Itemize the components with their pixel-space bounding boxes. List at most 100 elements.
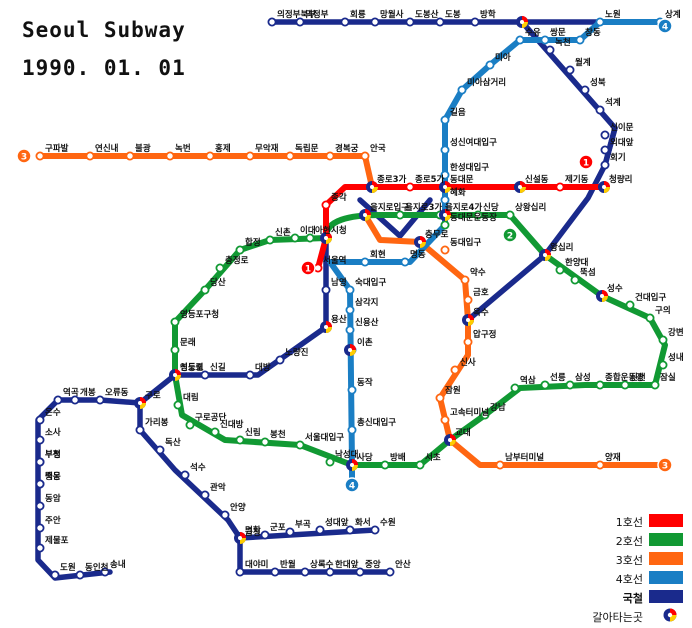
station-stop: [50, 570, 60, 580]
station-label: 충무로: [425, 229, 449, 240]
transfer-icon: [539, 249, 551, 261]
station-label: 잠원: [445, 385, 461, 396]
station-label: 무악재: [255, 143, 279, 154]
station-label: 동대문운동장: [450, 212, 497, 223]
station-stop: [325, 567, 335, 577]
station-stop: [595, 380, 605, 390]
station-stop: [345, 285, 355, 295]
station-stop: [35, 151, 45, 161]
station-stop: [580, 85, 590, 95]
station-label: 신길: [210, 362, 226, 373]
line-badge-3: 3: [16, 148, 32, 164]
station-label: 동대입구: [450, 237, 481, 248]
station-stop: [440, 170, 450, 180]
station-stop: [620, 380, 630, 390]
station-stop: [205, 151, 215, 161]
line-badge-4: 4: [657, 18, 673, 34]
legend-swatch-korail: [649, 590, 683, 603]
station-label: 소사: [45, 427, 61, 438]
station-stop: [658, 335, 668, 345]
station-stop: [95, 395, 105, 405]
station-label: 한양대: [565, 257, 589, 268]
station-stop: [625, 300, 635, 310]
line4-route-segment: [327, 19, 663, 488]
station-stop: [645, 313, 655, 323]
station-label: 성신여대입구: [450, 137, 497, 148]
station-label: 역삼: [520, 375, 536, 386]
station-label: 약수: [470, 267, 486, 278]
station-stop: [265, 235, 275, 245]
station-label: 강남: [490, 402, 506, 413]
station-stop: [360, 151, 370, 161]
transfer-icon: [169, 369, 181, 381]
svg-text:4: 4: [349, 482, 355, 492]
station-label: 개봉: [80, 387, 96, 398]
station-stop: [300, 567, 310, 577]
station-label: 왕십리: [550, 242, 573, 253]
station-stop: [135, 425, 145, 435]
station-stop: [658, 360, 668, 370]
legend-label-korail: 국철: [622, 592, 643, 605]
station-label: 동대문: [450, 174, 474, 185]
station-label: 종로3가: [377, 174, 407, 185]
station-label: 삼성: [575, 372, 591, 383]
station-stop: [285, 151, 295, 161]
station-label: 성내: [668, 352, 684, 363]
station-label: 뚝섬: [580, 267, 596, 278]
station-label: 백운: [45, 471, 61, 482]
station-stop: [473, 210, 483, 220]
transfer-icon: [134, 397, 146, 409]
station-label: 남부터미널: [505, 452, 544, 463]
station-stop: [565, 380, 575, 390]
station-stop: [100, 567, 110, 577]
station-stop: [595, 17, 605, 27]
station-stop: [267, 17, 277, 27]
station-stop: [35, 435, 45, 445]
station-label: 연신내: [95, 143, 119, 154]
station-label: 문래: [180, 337, 196, 348]
station-stop: [440, 145, 450, 155]
station-stop: [385, 567, 395, 577]
station-label: 신림: [245, 427, 261, 438]
map-legend: 1호선 2호선 3호선 4호선 국철 갈아타는곳: [585, 512, 685, 626]
station-label: 석수: [190, 462, 206, 473]
station-label: 신이문: [610, 122, 634, 133]
station-stop: [200, 370, 210, 380]
station-label: 합정: [245, 237, 261, 248]
station-label: 부곡: [295, 520, 311, 530]
station-label: 송내: [110, 559, 126, 570]
legend-label-line-3: 3호선: [615, 554, 643, 567]
station-stop: [650, 380, 660, 390]
station-stop: [173, 400, 183, 410]
station-label: 명학: [245, 525, 261, 536]
station-stop: [555, 182, 565, 192]
station-stop: [405, 182, 415, 192]
station-label: 제물포: [45, 535, 69, 546]
station-label: 회룡: [350, 9, 366, 20]
station-label: 반월: [280, 559, 296, 570]
station-label: 한대앞: [335, 559, 359, 570]
station-label: 금정: [245, 527, 261, 538]
station-label: 남영: [331, 277, 347, 288]
station-label: 성북: [590, 77, 606, 88]
legend-transfer: 갈아타는곳: [585, 607, 685, 626]
station-label: 신촌: [275, 227, 291, 238]
station-stop: [155, 445, 165, 455]
line-badge-1: 1: [578, 154, 594, 170]
station-label: 녹천: [555, 37, 571, 48]
station-label: 수원: [380, 517, 396, 528]
station-label: 도원: [60, 562, 76, 573]
station-label: 용산: [331, 314, 347, 325]
station-label: 길음: [450, 107, 466, 118]
transfer-icon: [596, 290, 608, 302]
station-stop: [321, 285, 331, 295]
station-stop: [325, 457, 335, 467]
station-stop: [35, 415, 45, 425]
legend-label-transfer: 갈아타는곳: [592, 611, 643, 624]
station-stop: [415, 460, 425, 470]
station-stop: [245, 370, 255, 380]
station-label: 신용산: [355, 317, 379, 328]
station-label: 성대앞: [325, 517, 349, 528]
station-label: 금호: [473, 287, 489, 298]
